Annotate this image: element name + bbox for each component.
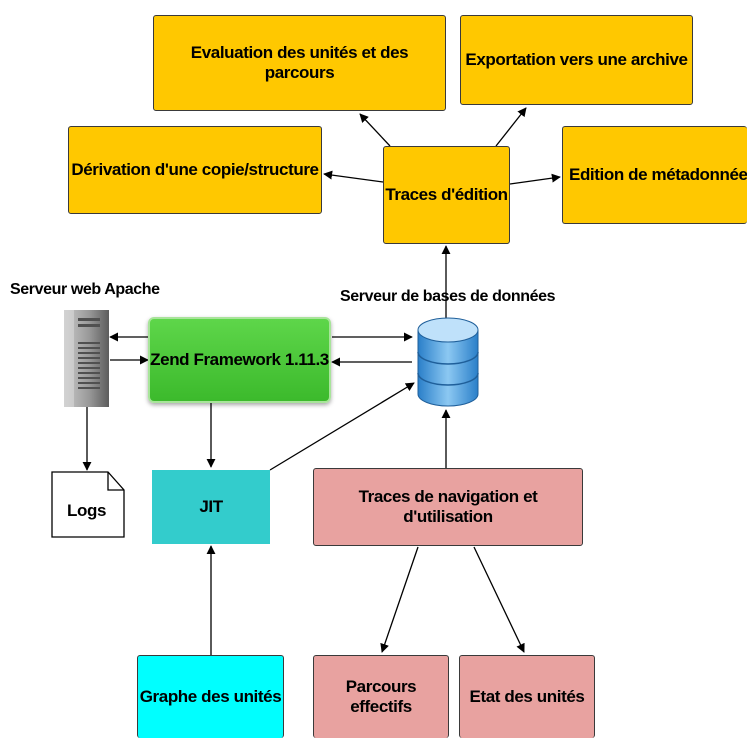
logs-document-shape [51,471,125,538]
node-traces-edition-label: Traces d'édition [385,185,508,205]
node-evaluation: Evaluation des unités et des parcours [153,15,446,111]
node-derivation-label: Dérivation d'une copie/structure [71,160,319,180]
node-traces-edition: Traces d'édition [383,146,510,244]
node-traces-navigation-label: Traces de navigation et d'utilisation [358,487,538,526]
database-server-label: Serveur de bases de données [340,288,556,305]
arrow-jit-to-db [269,382,415,471]
arrow-navigation-to-etat [473,546,525,653]
node-traces-navigation: Traces de navigation et d'utilisation [313,468,583,546]
node-edition-metadonnees-label: Edition de métadonnées [569,165,747,185]
arrow-edition-to-metadonnees [509,173,561,185]
arrow-edition-to-exportation [495,107,527,147]
node-etat-unites-label: Etat des unités [469,687,585,707]
arrow-edition-to-derivation [323,170,384,183]
node-derivation: Dérivation d'une copie/structure [68,126,322,214]
node-parcours-effectifs-label: Parcours effectifs [345,677,417,716]
node-graphe-unites-label: Graphe des unités [139,687,282,707]
node-etat-unites: Etat des unités [459,655,595,738]
arrow-navigation-to-parcours [380,546,419,653]
node-exportation: Exportation vers une archive [460,15,693,105]
database-icon [417,317,479,407]
apache-server-label: Serveur web Apache [10,281,160,298]
logs-label: Logs [67,501,107,520]
server-icon [64,310,109,407]
node-exportation-label: Exportation vers une archive [465,50,688,70]
node-edition-metadonnees: Edition de métadonnées [562,126,747,224]
arrow-edition-to-evaluation [359,113,391,147]
node-zend-framework-label: Zend Framework 1.11.3 [150,350,329,370]
node-zend-framework: Zend Framework 1.11.3 [148,317,331,403]
node-evaluation-label: Evaluation des unités et des parcours [190,43,409,82]
node-parcours-effectifs: Parcours effectifs [313,655,449,738]
node-graphe-unites: Graphe des unités [137,655,284,738]
node-jit: JIT [152,470,270,544]
node-jit-label: JIT [199,497,223,517]
